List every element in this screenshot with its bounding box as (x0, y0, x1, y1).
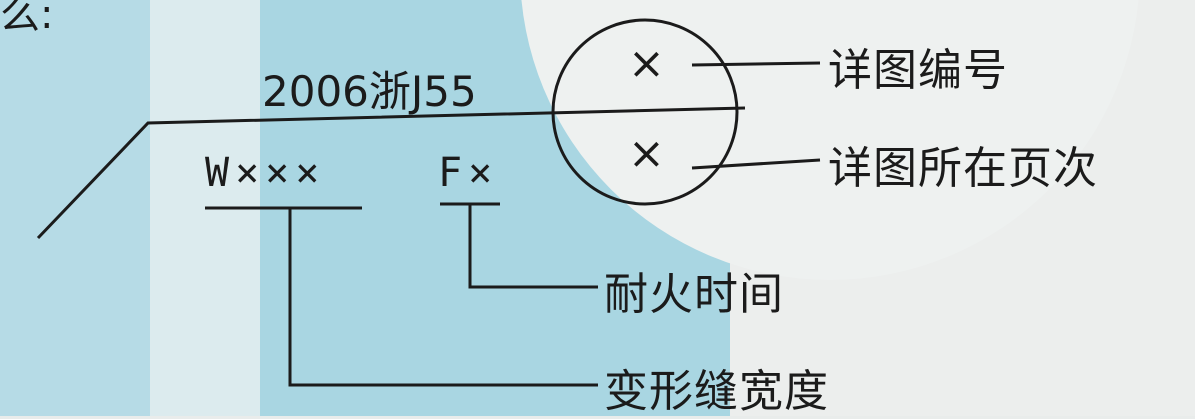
label-detail-page: 详图所在页次 (828, 143, 1098, 194)
fire-code: F× (438, 150, 499, 196)
corner-fragment-text: 么: (0, 0, 54, 38)
label-joint-width: 变形缝宽度 (604, 366, 829, 417)
background-blue-left (0, 0, 150, 416)
circle-top-mark: × (628, 38, 665, 89)
label-detail-number: 详图编号 (828, 45, 1008, 96)
index-circle (551, 18, 739, 206)
joint-width-callout (288, 208, 598, 387)
detail-number-callout (691, 61, 821, 67)
detail-page-callout (691, 158, 821, 170)
fire-time-callout (468, 204, 598, 289)
atlas-code: 2006浙J55 (262, 67, 477, 116)
leader-line (36, 106, 746, 240)
circle-bottom-mark: × (628, 128, 665, 179)
label-fire-time: 耐火时间 (604, 269, 784, 320)
joint-code: W××× (205, 150, 326, 196)
